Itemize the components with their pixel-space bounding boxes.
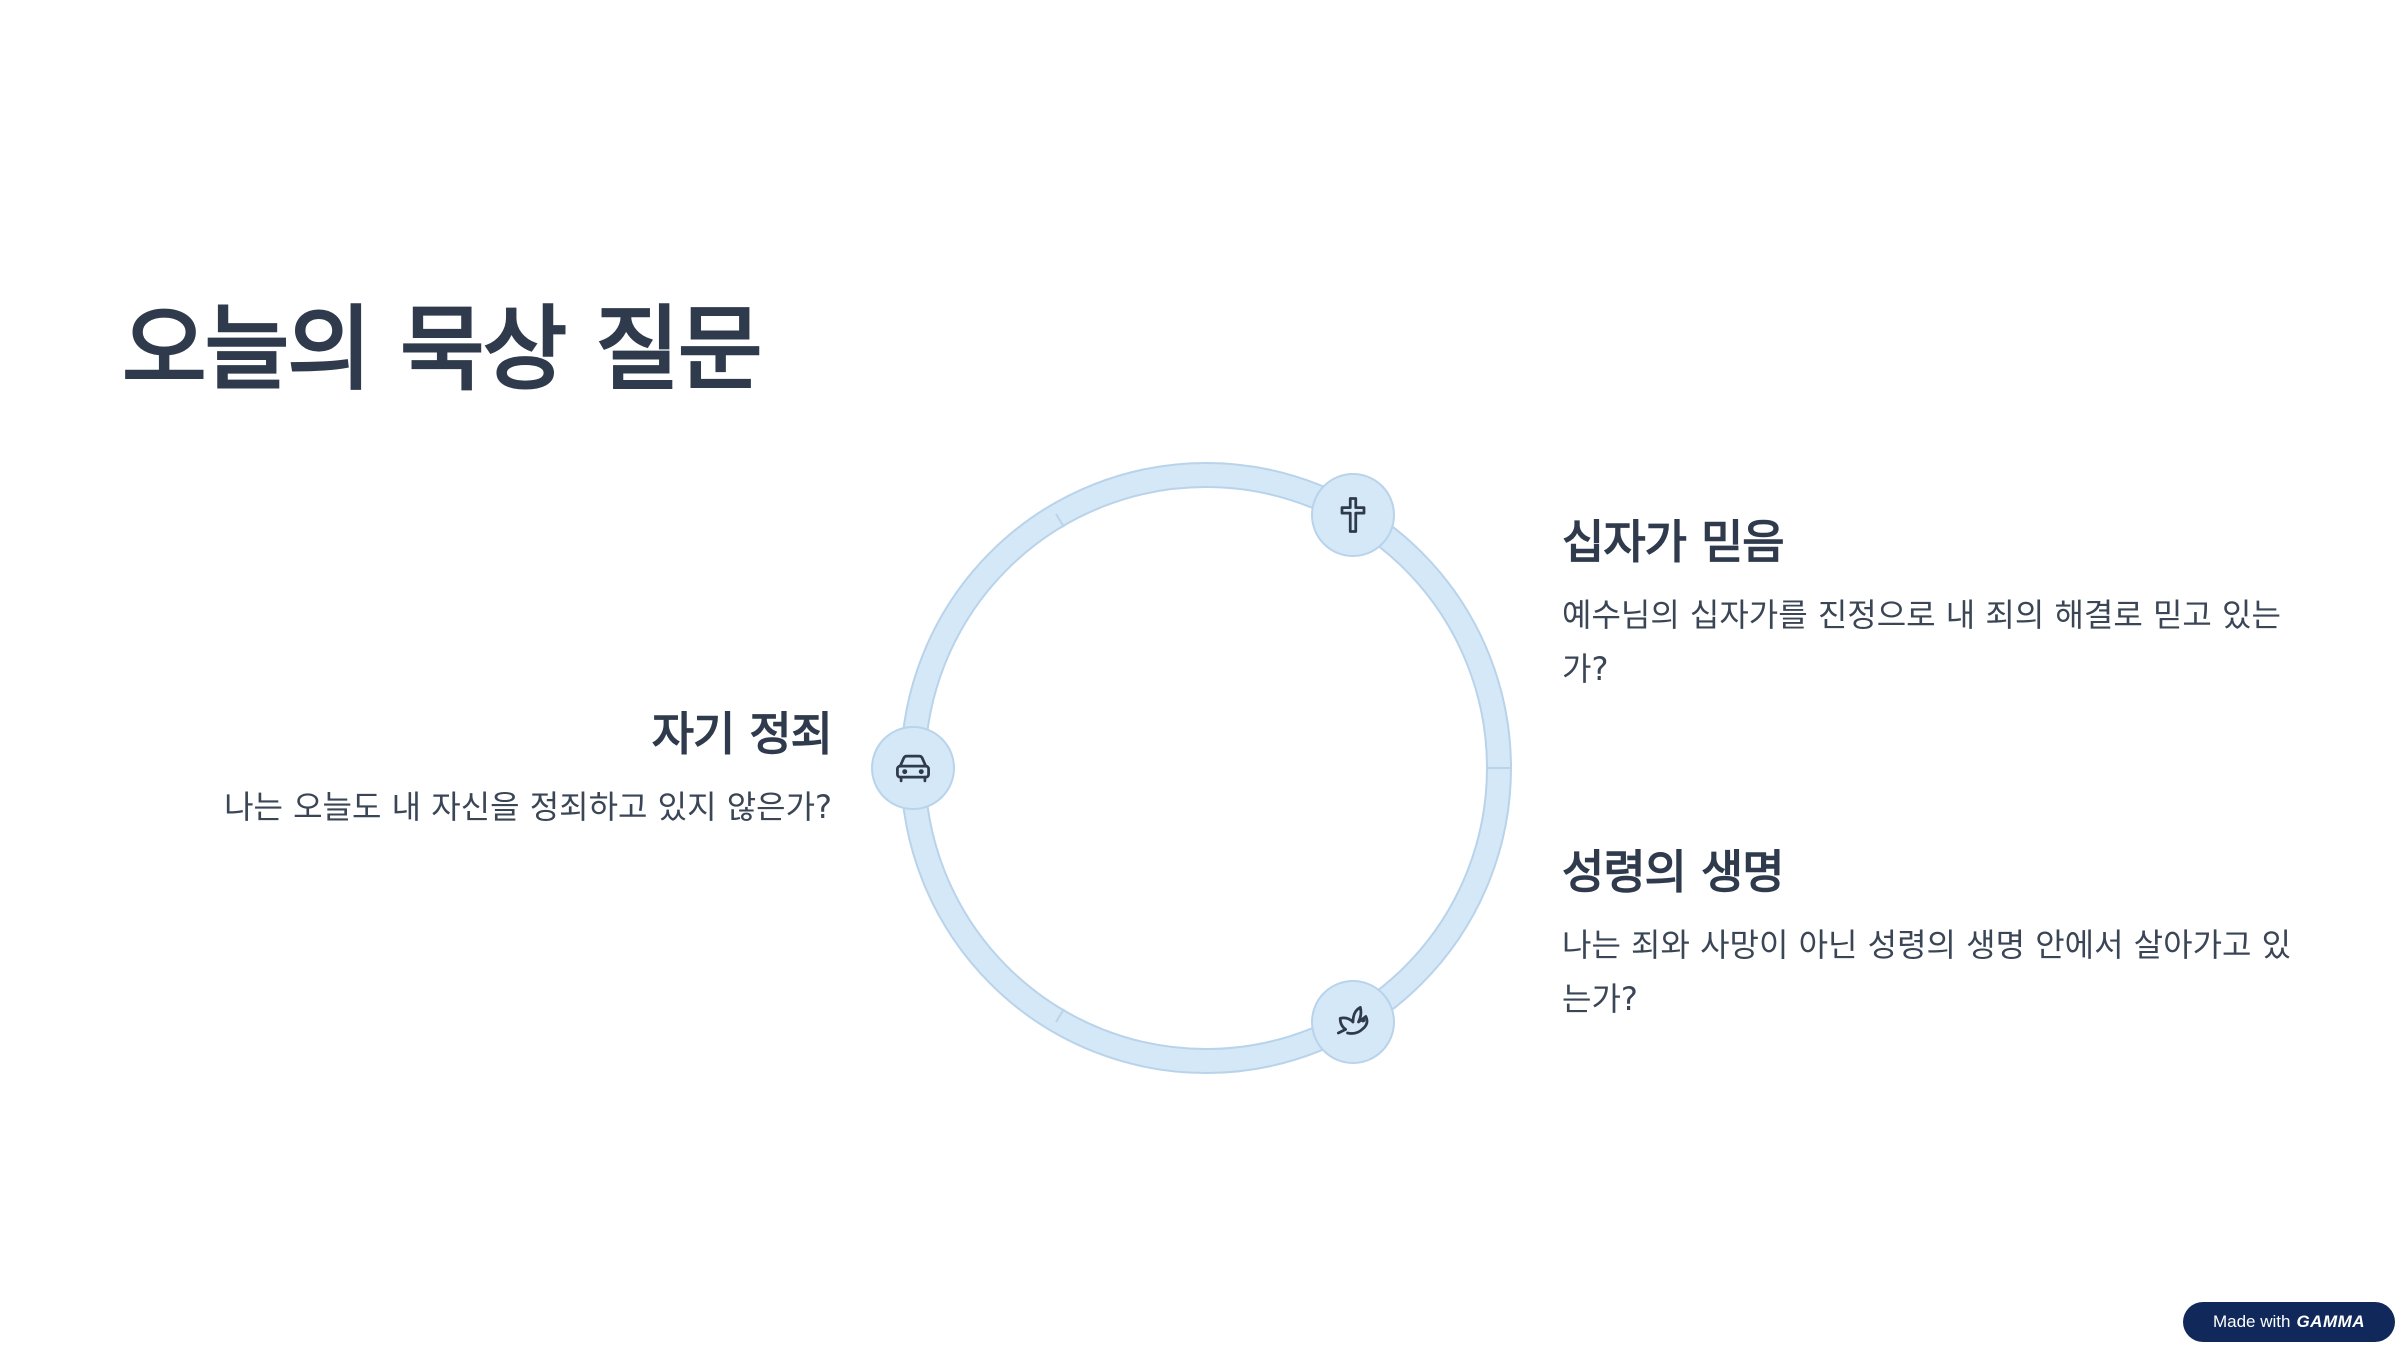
badge-brand: GAMMA	[2296, 1312, 2366, 1331]
made-with-gamma-badge[interactable]: Made with GAMMA	[2183, 1302, 2395, 1342]
item-desc-self-condemnation: 나는 오늘도 내 자신을 정죄하고 있지 않은가?	[224, 788, 832, 826]
car-icon	[896, 754, 930, 783]
page-title: 오늘의 묵상 질문	[122, 296, 763, 403]
ring-divider	[1055, 513, 1065, 528]
item-desc-spirit-life: 나는 죄와 사망이 아닌 성령의 생명 안에서 살아가고 있는가?	[1562, 926, 2292, 1018]
item-desc-cross-faith: 예수님의 십자가를 진정으로 내 죄의 해결로 믿고 있는가?	[1562, 596, 2281, 688]
ring-divider	[1055, 1008, 1065, 1023]
cross-icon	[1340, 497, 1366, 533]
cycle-ring-fill	[902, 464, 1510, 1072]
item-title-self-condemnation: 자기 정죄	[651, 707, 833, 761]
node-cross-faith	[1311, 473, 1395, 557]
item-title-spirit-life: 성령의 생명	[1562, 845, 1785, 899]
node-self-condemnation	[871, 726, 955, 810]
dove-icon	[1336, 1005, 1369, 1035]
node-spirit-life	[1311, 980, 1395, 1064]
item-title-cross-faith: 십자가 믿음	[1562, 515, 1785, 569]
badge-prefix: Made with	[2212, 1312, 2291, 1331]
